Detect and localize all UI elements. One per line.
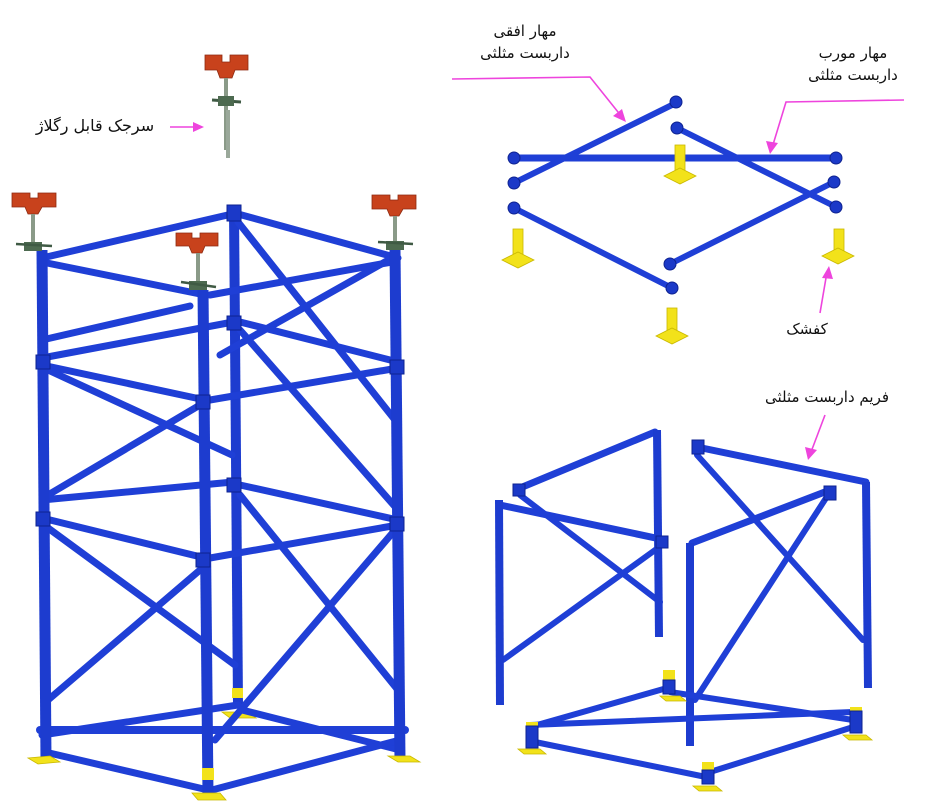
- diagonal-brace-callout-arrow: [771, 99, 905, 149]
- tower-jack-center: [175, 232, 219, 290]
- frame-label: فریم داربست مثلثی: [764, 388, 890, 406]
- base-shoe-callout-arrow: [819, 271, 828, 314]
- base-shoe-left: [501, 228, 535, 269]
- brace-end-caps: [507, 95, 843, 295]
- horizontal-brace-callout-arrow: [451, 76, 623, 118]
- diagonal-brace-label-line2: داربست مثلثی: [808, 66, 898, 84]
- diagonal-brace-label: مهار مورب داربست مثلثی: [788, 42, 918, 86]
- base-shoe-front: [655, 307, 689, 345]
- diagonal-brace-label-line1: مهار مورب: [818, 44, 888, 62]
- callout-arrows: [170, 76, 905, 460]
- assembled-tower: [11, 192, 422, 801]
- horizontal-brace-label-line1: مهار افقی: [493, 22, 557, 40]
- adjustable-jack-label: سرجک قابل رگلاژ: [35, 116, 155, 135]
- horizontal-brace-label: مهار افقی داربست مثلثی: [460, 20, 590, 64]
- single-jack-illustration: [204, 54, 249, 158]
- braces-exploded-view: [501, 95, 855, 345]
- base-shoe-label: کفشک: [786, 320, 828, 338]
- horizontal-brace-label-line2: داربست مثلثی: [480, 44, 570, 62]
- frames-exploded-view: [495, 428, 874, 792]
- tower-jack-left: [11, 192, 57, 251]
- tower-jack-right: [371, 194, 417, 250]
- base-shoe-right: [821, 228, 855, 265]
- frame-callout-arrow: [810, 414, 826, 453]
- base-shoe-back: [663, 144, 697, 185]
